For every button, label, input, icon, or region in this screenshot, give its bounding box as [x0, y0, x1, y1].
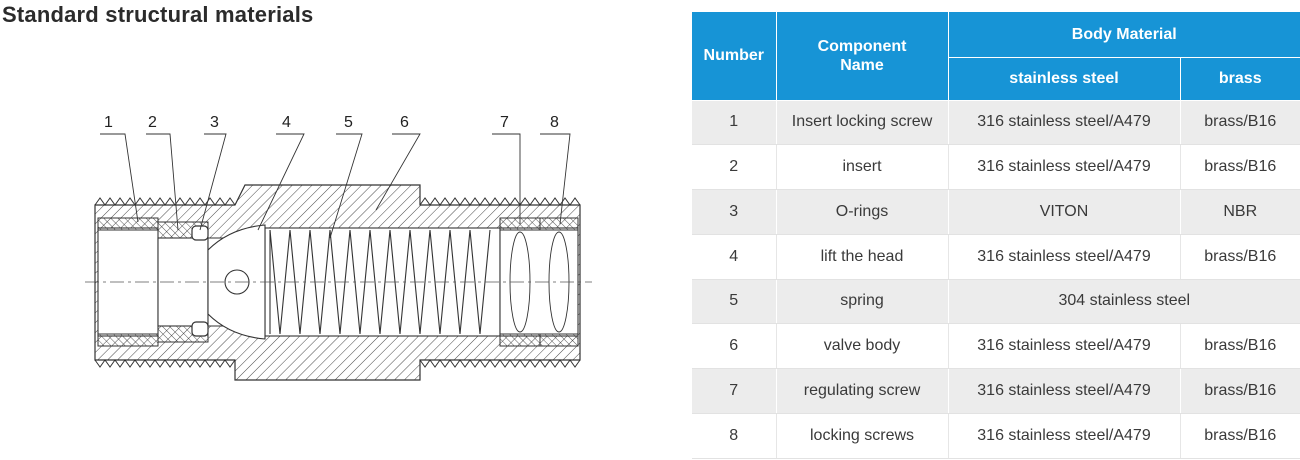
cell-component: locking screws	[776, 413, 949, 459]
table-row: 1 Insert locking screw 316 stainless ste…	[692, 100, 1300, 146]
cell-component: lift the head	[776, 234, 949, 280]
table-row: 6 valve body 316 stainless steel/A479 br…	[692, 323, 1300, 369]
cell-component: Insert locking screw	[776, 100, 949, 146]
table-row: 4 lift the head 316 stainless steel/A479…	[692, 234, 1300, 280]
header-number: Number	[692, 12, 777, 101]
materials-table: Number Component Name Body Material stai…	[692, 12, 1300, 459]
cell-stainless: 316 stainless steel/A479	[948, 323, 1181, 369]
header-component-name: Component Name	[776, 12, 949, 101]
callout-label-7: 7	[500, 114, 509, 131]
table-row: 3 O-rings VITON NBR	[692, 189, 1300, 235]
cell-stainless: 316 stainless steel/A479	[948, 144, 1181, 190]
table-row: 2 insert 316 stainless steel/A479 brass/…	[692, 144, 1300, 190]
cell-number: 3	[692, 189, 777, 235]
callout-label-2: 2	[148, 114, 157, 131]
cell-merged-material: 304 stainless steel	[948, 279, 1300, 325]
cell-brass: brass/B16	[1180, 100, 1300, 146]
table-row: 7 regulating screw 316 stainless steel/A…	[692, 368, 1300, 414]
valve-cross-section-diagram: 1 2 3 4 5 6 7 8	[80, 110, 600, 390]
cell-brass: brass/B16	[1180, 144, 1300, 190]
table-row: 5 spring 304 stainless steel	[692, 279, 1300, 325]
cell-component: O-rings	[776, 189, 949, 235]
cell-component: spring	[776, 279, 949, 325]
callout-label-5: 5	[344, 114, 353, 131]
callout-label-8: 8	[550, 114, 559, 131]
cell-component: regulating screw	[776, 368, 949, 414]
cell-component: valve body	[776, 323, 949, 369]
cell-brass: NBR	[1180, 189, 1300, 235]
cell-brass: brass/B16	[1180, 234, 1300, 280]
header-component-name-text: Component Name	[817, 37, 907, 74]
cell-brass: brass/B16	[1180, 323, 1300, 369]
callout-label-4: 4	[282, 114, 291, 131]
callout-label-1: 1	[104, 114, 113, 131]
cell-number: 2	[692, 144, 777, 190]
cell-stainless: 316 stainless steel/A479	[948, 100, 1181, 146]
callout-label-3: 3	[210, 114, 219, 131]
header-stainless-steel: stainless steel	[948, 57, 1181, 101]
cell-stainless: 316 stainless steel/A479	[948, 368, 1181, 414]
cell-stainless: 316 stainless steel/A479	[948, 234, 1181, 280]
header-body-material: Body Material	[948, 12, 1300, 58]
cell-brass: brass/B16	[1180, 368, 1300, 414]
cell-stainless: 316 stainless steel/A479	[948, 413, 1181, 459]
page-title: Standard structural materials	[2, 2, 314, 27]
cell-number: 4	[692, 234, 777, 280]
header-brass: brass	[1180, 57, 1300, 101]
cell-number: 7	[692, 368, 777, 414]
callout-leaders	[100, 133, 571, 239]
cell-brass: brass/B16	[1180, 413, 1300, 459]
cell-component: insert	[776, 144, 949, 190]
callout-label-6: 6	[400, 114, 409, 131]
cell-number: 6	[692, 323, 777, 369]
cell-number: 1	[692, 100, 777, 146]
cell-number: 5	[692, 279, 777, 325]
cell-stainless: VITON	[948, 189, 1181, 235]
cell-number: 8	[692, 413, 777, 459]
table-row: 8 locking screws 316 stainless steel/A47…	[692, 413, 1300, 459]
